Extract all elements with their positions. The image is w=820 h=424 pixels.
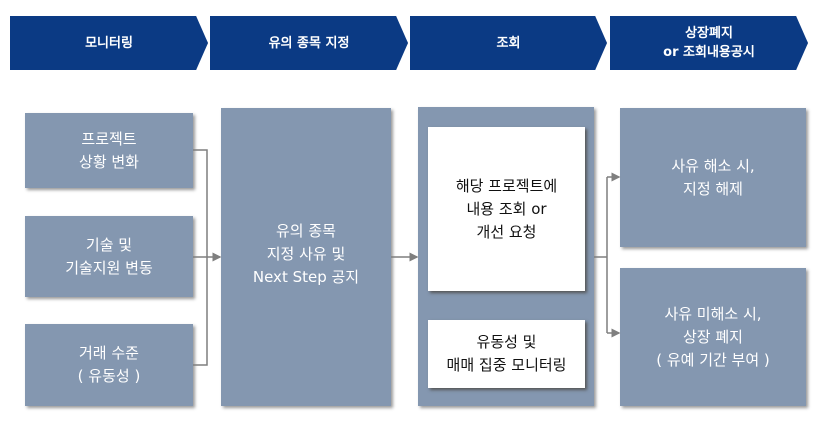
inquiry-request-box: 해당 프로젝트에 내용 조회 or 개선 요청 [428,127,585,291]
merge-line [193,149,208,366]
stage-delisting: 상장폐지 or 조회내용공시 [610,16,808,70]
stage-label: 상장폐지 or 조회내용공시 [663,26,755,60]
box-text: 해당 프로젝트에 내용 조회 or 개선 요청 [455,176,558,241]
split-line [594,177,608,333]
box-text: 프로젝트 상황 변화 [79,129,139,171]
outcome-delisting: 사유 미해소 시, 상장 폐지 ( 유예 기간 부여 ) [620,268,806,406]
box-text: 사유 미해소 시, 상장 폐지 ( 유예 기간 부여 ) [656,304,770,369]
box-text: 거래 수준 ( 유동성 ) [77,344,141,385]
stage-designation: 유의 종목 지정 [210,16,408,70]
outcome-release: 사유 해소 시, 지정 해제 [620,108,806,247]
stage-label: 모니터링 [85,35,133,51]
stage-label: 유의 종목 지정 [268,35,350,51]
trigger-project-change: 프로젝트 상황 변화 [25,113,193,188]
box-text: 기술 및 기술지원 변동 [65,235,153,277]
box-text: 유의 종목 지정 사유 및 Next Step 공지 [252,222,360,286]
stage-label: 조회 [496,35,521,51]
stage-monitoring: 모니터링 [10,16,208,70]
monitoring-box: 유동성 및 매매 집중 모니터링 [428,320,585,388]
box-text: 사유 해소 시, 지정 해제 [671,156,755,198]
stage-inquiry: 조회 [410,16,607,70]
box-text: 유동성 및 매매 집중 모니터링 [446,333,567,374]
trigger-liquidity: 거래 수준 ( 유동성 ) [25,324,193,406]
trigger-tech-change: 기술 및 기술지원 변동 [25,216,193,297]
designation-box: 유의 종목 지정 사유 및 Next Step 공지 [221,108,391,406]
